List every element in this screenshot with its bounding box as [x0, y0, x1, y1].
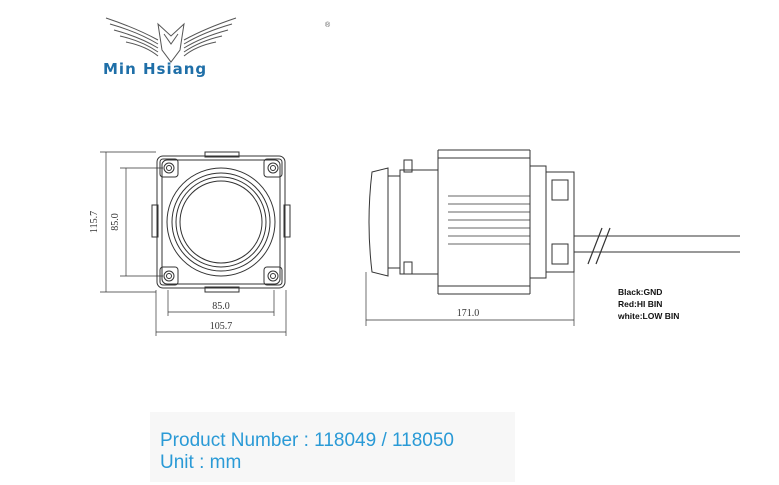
corner-screw-bottom-right	[263, 266, 283, 286]
wire-legend-item: white:LOW BIN	[618, 311, 680, 321]
side-view	[368, 149, 740, 295]
dim-length: 171.0	[457, 308, 480, 319]
front-view	[151, 151, 291, 293]
unit-label: Unit : mm	[160, 452, 242, 473]
product-number: Product Number : 118049 / 118050	[160, 430, 454, 451]
dim-width-outer: 105.7	[210, 321, 233, 332]
front-dimension-lines	[100, 151, 287, 336]
wire-legend: Black:GND Red:HI BIN white:LOW BIN	[618, 286, 679, 322]
dim-height-inner: 85.0	[110, 213, 121, 231]
eagle-wings-icon	[105, 17, 237, 63]
wire-legend-item: Red:HI BIN	[618, 299, 663, 309]
dim-height-outer: 115.7	[89, 211, 100, 233]
corner-screw-top-right	[263, 158, 283, 178]
product-info-box: Product Number : 118049 / 118050 Unit : …	[150, 412, 515, 482]
wire-legend-item: Black:GND	[618, 287, 663, 297]
brand-name: Min Hsiang	[103, 60, 208, 78]
side-dimension-lines	[365, 272, 575, 326]
dim-width-inner: 85.0	[212, 301, 230, 312]
brand-logo: ®	[96, 10, 330, 85]
registered-mark: ®	[325, 22, 331, 29]
